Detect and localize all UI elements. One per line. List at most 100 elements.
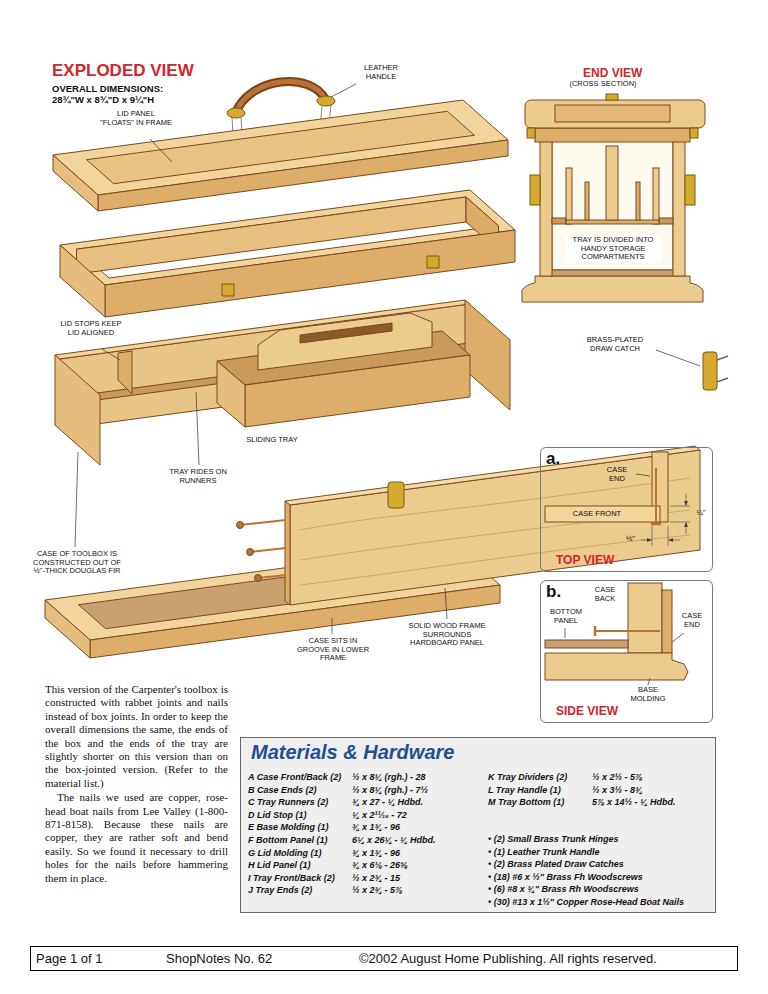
extension-line [652, 526, 653, 546]
callout-label: ¼" [692, 509, 710, 518]
callout-label: CASE SITS IN GROOVE IN LOWER FRAME [296, 637, 370, 663]
table-cell: A Case Front/Back (2) [248, 772, 350, 783]
table-cell: ½ x 8¼ (rgh.) - 7½ [352, 785, 478, 796]
lid-stop [118, 351, 132, 394]
box-heading: Materials & Hardware [251, 741, 454, 764]
nail-head [237, 522, 244, 529]
callout-label: CASE FRONT [562, 510, 632, 519]
leader-line [636, 474, 650, 476]
brass-plate [227, 108, 245, 118]
nail-head [247, 549, 254, 556]
boat-nail [258, 575, 286, 578]
base-frame-end [45, 600, 90, 658]
leader-line [648, 678, 650, 685]
callout-label: LEATHER HANDLE [350, 64, 412, 81]
hinge [527, 128, 535, 138]
case-back [60, 304, 470, 429]
callout-label: CASE OF TOOLBOX IS CONSTRUCTED OUT OF ½"… [33, 550, 121, 576]
wood-grain [300, 478, 690, 585]
callout-label: CASE END [675, 612, 709, 629]
extension-line [668, 526, 669, 546]
case-end-board [662, 590, 672, 653]
detail-b-drawing [545, 583, 688, 685]
handle-plate [606, 94, 618, 100]
exploded-view [45, 81, 728, 658]
table-cell: I Tray Front/Back (2) [248, 873, 350, 884]
table-cell: • (18) #6 x ½" Brass Fh Woodscrews [488, 872, 712, 883]
nail-head [255, 575, 262, 582]
leader-line [150, 139, 172, 162]
case-wall [540, 140, 552, 276]
tray-front [245, 355, 470, 427]
callout-label: CASE END [600, 466, 634, 483]
leader-line [102, 349, 120, 360]
frame-end [60, 245, 105, 317]
footer-box: Page 1 of 1ShopNotes No. 62©2002 August … [30, 946, 738, 971]
nail-head [651, 523, 661, 526]
callout-label: ½" [622, 535, 639, 544]
callout-label: BRASS-PLATED DRAW CATCH [575, 336, 655, 353]
table-cell: ½ x 2¾ - 5⅞ [352, 885, 478, 896]
detail-a-drawing [545, 452, 690, 546]
nail-head [594, 626, 597, 636]
leather-handle [236, 81, 326, 112]
callout-label: SOLID WOOD FRAME SURROUNDS HARDBOARD PAN… [400, 622, 494, 648]
table-cell: • (30) #13 x 1½" Copper Rose-Head Boat N… [488, 897, 712, 908]
tray-wall [653, 168, 659, 224]
base-molding [545, 653, 688, 680]
tray-wall [566, 168, 572, 224]
runner [659, 218, 673, 224]
box-text: ©2002 August Home Publishing. All rights… [359, 951, 657, 966]
table-cell: B Case Ends (2) [248, 785, 350, 796]
tray-divider [585, 182, 589, 220]
callout-label: TRAY IS DIVIDED INTO HANDY STORAGE COMPA… [565, 236, 661, 262]
table-cell: H Lid Panel (1) [248, 860, 350, 871]
tray-bottom [566, 220, 659, 224]
case-end [465, 300, 510, 410]
detail-box: b.SIDE VIEW [540, 580, 713, 723]
table-cell: • (1) Leather Trunk Handle [488, 847, 712, 858]
table-cell: J Tray Ends (2) [248, 885, 350, 896]
boat-nail [240, 520, 286, 525]
tray-divider [636, 182, 640, 220]
leader-line [445, 588, 447, 619]
arrowhead [647, 538, 652, 542]
callout-label: (CROSS SECTION) [568, 80, 638, 89]
boat-nail [596, 630, 660, 632]
lid-frame [535, 128, 690, 142]
callout-label: SLIDING TRAY [246, 436, 298, 445]
leader-line [331, 84, 356, 97]
body-paragraph: The nails we used are copper, rose-head … [45, 791, 228, 885]
bottom-panel [550, 270, 675, 276]
table-cell: E Base Molding (1) [248, 822, 350, 833]
arrowhead [684, 522, 688, 527]
table-cell: L Tray Handle (1) [488, 785, 590, 796]
table-cell: 6¼ x 26¼ - ¼ Hdbd. [352, 835, 478, 846]
case-front-board [545, 506, 660, 522]
case-end [55, 355, 100, 465]
leader-line [672, 633, 684, 642]
body-paragraph: This version of the Carpenter's toolbox … [45, 683, 228, 790]
callout-label: LID STOPS KEEP LID ALIGNED [60, 320, 122, 337]
table-cell: • (2) Small Brass Trunk Hinges [488, 834, 712, 845]
leader-line [196, 392, 199, 465]
table-cell: • (6) #8 x ¾" Brass Rh Woodscrews [488, 884, 712, 895]
leader-line [656, 350, 700, 366]
case-front-end [285, 501, 290, 605]
table-cell: ½ x 2½ - 5⅞ [592, 772, 712, 783]
case-back-board [628, 583, 662, 653]
callout-label: BOTTOM PANEL [545, 608, 587, 625]
table-cell: M Tray Bottom (1) [488, 797, 590, 808]
table-cell: ¼ x 2¹¹⁄₁₆ - 72 [352, 810, 478, 821]
case-wall [673, 140, 685, 276]
table-cell: D Lid Stop (1) [248, 810, 350, 821]
draw-catch [703, 352, 717, 390]
runner [552, 218, 566, 224]
hinge [690, 128, 698, 138]
lid [525, 100, 705, 128]
tray-end [217, 361, 245, 427]
table-cell: ¾ x 1¾ - 96 [352, 822, 478, 833]
tray-handle [258, 313, 432, 370]
table-cell: C Tray Runners (2) [248, 797, 350, 808]
